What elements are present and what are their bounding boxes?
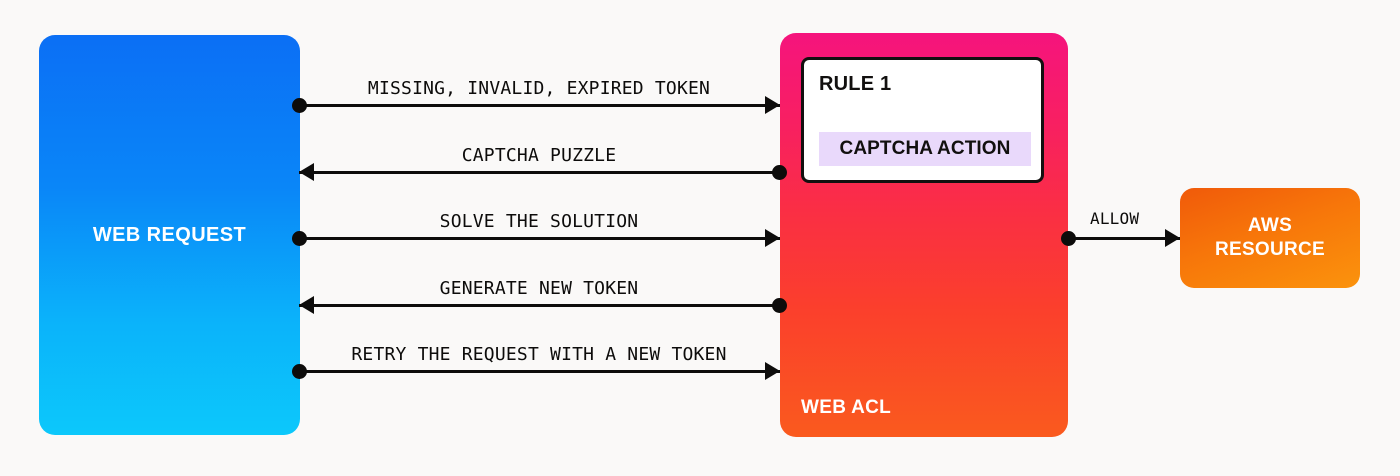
aws-resource-label-line2: RESOURCE bbox=[1214, 239, 1326, 260]
connector-label: CAPTCHA PUZZLE bbox=[461, 145, 617, 166]
connector-line bbox=[299, 171, 780, 174]
connector-line bbox=[299, 304, 780, 307]
connector-line bbox=[299, 370, 780, 373]
connector-label: SOLVE THE SOLUTION bbox=[439, 211, 639, 232]
connector-source-dot bbox=[292, 231, 307, 246]
connector-label: RETRY THE REQUEST WITH A NEW TOKEN bbox=[351, 344, 727, 365]
node-aws-resource[interactable]: AWS RESOURCE bbox=[1180, 188, 1360, 288]
rule-card[interactable]: RULE 1 CAPTCHA ACTION bbox=[801, 57, 1044, 183]
connector-solve-the-solution: SOLVE THE SOLUTION bbox=[292, 211, 780, 247]
arrowhead-right-icon bbox=[765, 229, 780, 247]
connector-line bbox=[1068, 237, 1180, 240]
connector-label: MISSING, INVALID, EXPIRED TOKEN bbox=[367, 78, 711, 99]
arrowhead-left-icon bbox=[299, 296, 314, 314]
node-aws-resource-label: AWS RESOURCE bbox=[1215, 214, 1325, 263]
connector-generate-new-token: GENERATE NEW TOKEN bbox=[299, 278, 787, 314]
arrowhead-right-icon bbox=[1165, 229, 1180, 247]
aws-resource-label-line1: AWS bbox=[1247, 214, 1293, 236]
node-web-acl[interactable]: RULE 1 CAPTCHA ACTION WEB ACL bbox=[780, 33, 1068, 437]
connector-source-dot bbox=[1061, 231, 1076, 246]
connector-source-dot bbox=[772, 298, 787, 313]
connector-line bbox=[299, 104, 780, 107]
connector-allow: ALLOW bbox=[1061, 209, 1180, 247]
connector-missing-invalid-expired-token: MISSING, INVALID, EXPIRED TOKEN bbox=[292, 78, 780, 114]
connector-source-dot bbox=[772, 165, 787, 180]
arrowhead-right-icon bbox=[765, 96, 780, 114]
connector-source-dot bbox=[292, 98, 307, 113]
arrowhead-right-icon bbox=[765, 362, 780, 380]
node-web-request[interactable]: WEB REQUEST bbox=[39, 35, 300, 435]
captcha-action-badge[interactable]: CAPTCHA ACTION bbox=[819, 132, 1031, 166]
connector-line bbox=[299, 237, 780, 240]
connector-label: ALLOW bbox=[1090, 209, 1140, 228]
connector-retry-the-request-with-a-new-token: RETRY THE REQUEST WITH A NEW TOKEN bbox=[292, 344, 780, 380]
rule-card-title: RULE 1 bbox=[819, 73, 892, 95]
connector-captcha-puzzle: CAPTCHA PUZZLE bbox=[299, 145, 787, 181]
node-web-acl-label: WEB ACL bbox=[801, 397, 892, 418]
connector-source-dot bbox=[292, 364, 307, 379]
connector-label: GENERATE NEW TOKEN bbox=[439, 278, 639, 299]
node-web-request-label: WEB REQUEST bbox=[92, 223, 247, 246]
arrowhead-left-icon bbox=[299, 163, 314, 181]
